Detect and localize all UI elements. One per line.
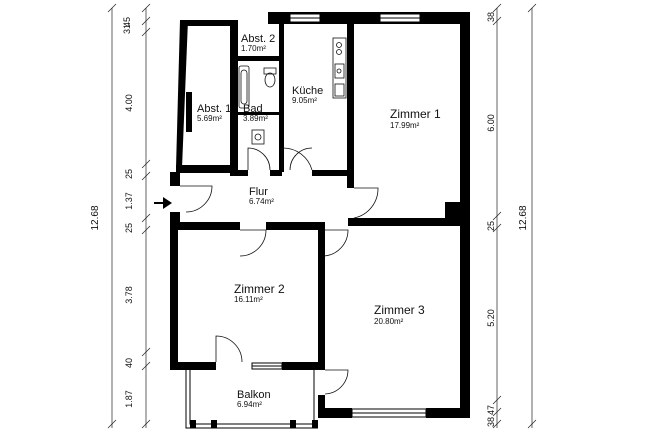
dim-left-25b: 25 xyxy=(124,223,134,233)
room-balkon-area: 6.94m² xyxy=(237,400,262,409)
dim-right-520: 5.20 xyxy=(486,309,496,327)
room-zimmer3-name: Zimmer 3 xyxy=(374,303,425,317)
doors xyxy=(180,147,379,395)
dim-right-38b: 38 xyxy=(486,417,496,427)
room-flur-name: Flur xyxy=(249,186,268,198)
room-bad-area: 3.89m² xyxy=(243,114,268,123)
room-abst1-area: 5.69m² xyxy=(197,114,222,123)
dimension-lines xyxy=(107,3,537,429)
room-flur-area: 6.74m² xyxy=(249,197,274,206)
room-kueche-name: Küche xyxy=(292,85,323,97)
dim-left-187: 1.87 xyxy=(124,390,134,408)
walls xyxy=(170,12,470,428)
room-abst2-area: 1.70m² xyxy=(241,44,266,53)
room-zimmer2-name: Zimmer 2 xyxy=(234,282,285,296)
bathroom-fixtures xyxy=(238,65,277,145)
dim-left-31: 31 xyxy=(122,24,132,34)
room-balkon-name: Balkon xyxy=(237,389,271,401)
room-labels: Abst. 2 1.70m² Abst. 1 5.69m² Bad 3.89m²… xyxy=(197,33,441,409)
dim-left-137: 1.37 xyxy=(124,192,134,210)
room-abst1-name: Abst. 1 xyxy=(197,103,231,115)
dim-left-total: 12.68 xyxy=(90,205,101,230)
dim-right-38a: 38 xyxy=(486,12,496,22)
dimension-labels-left: 45 31 4.00 25 1.37 25 3.78 40 1.87 12.68 xyxy=(90,17,134,408)
kitchen-fixtures xyxy=(332,37,347,99)
windows xyxy=(251,13,427,418)
dim-right-25: 25 xyxy=(486,221,496,231)
dim-left-45: 45 xyxy=(122,17,132,27)
dimension-labels-right: 38 6.00 25 5.20 47 38 12.68 xyxy=(486,12,529,427)
room-abst2-name: Abst. 2 xyxy=(241,33,275,45)
dim-right-600: 6.00 xyxy=(486,114,496,132)
balkon-outline xyxy=(185,370,318,429)
room-zimmer1-name: Zimmer 1 xyxy=(390,107,441,121)
dim-left-40: 40 xyxy=(124,358,134,368)
room-zimmer2-area: 16.11m² xyxy=(234,295,263,304)
entrance-arrow-icon xyxy=(154,197,172,209)
room-zimmer1-area: 17.99m² xyxy=(390,121,420,130)
dim-left-378: 3.78 xyxy=(124,286,134,304)
room-bad-name: Bad xyxy=(243,103,263,115)
dim-right-total: 12.68 xyxy=(518,205,529,230)
dim-left-400: 4.00 xyxy=(124,94,134,112)
dim-right-47: 47 xyxy=(486,405,496,415)
room-kueche-area: 9.05m² xyxy=(292,96,317,105)
dim-left-25a: 25 xyxy=(124,169,134,179)
room-zimmer3-area: 20.80m² xyxy=(374,317,404,326)
